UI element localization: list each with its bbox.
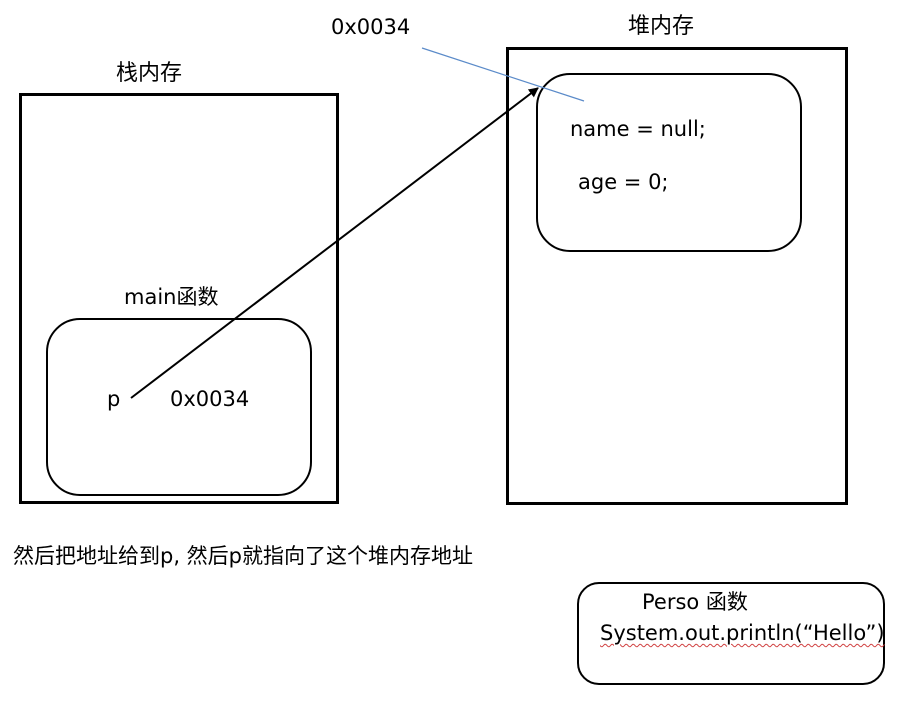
heap-address-label: 0x0034 [331,15,411,39]
perso-function-code: System.out.println(“Hello”) [600,621,885,645]
heap-memory-box [506,47,848,505]
perso-function-box [577,582,885,685]
main-frame-box [46,318,312,496]
stack-memory-box [19,93,339,504]
address-pointer-line [421,47,585,102]
field-name: name = null; [570,117,706,141]
stack-title: 栈内存 [116,61,183,86]
main-frame-title: main函数 [124,285,219,309]
perso-function-title: Perso 函数 [642,590,748,614]
heap-title: 堆内存 [628,14,695,39]
reference-arrow [130,87,539,399]
variable-p-value: 0x0034 [170,387,250,411]
variable-p-name: p [107,387,121,411]
heap-object-box [536,73,802,252]
caption-text: 然后把地址给到p, 然后p就指向了这个堆内存地址 [13,544,474,568]
field-age: age = 0; [578,170,669,194]
